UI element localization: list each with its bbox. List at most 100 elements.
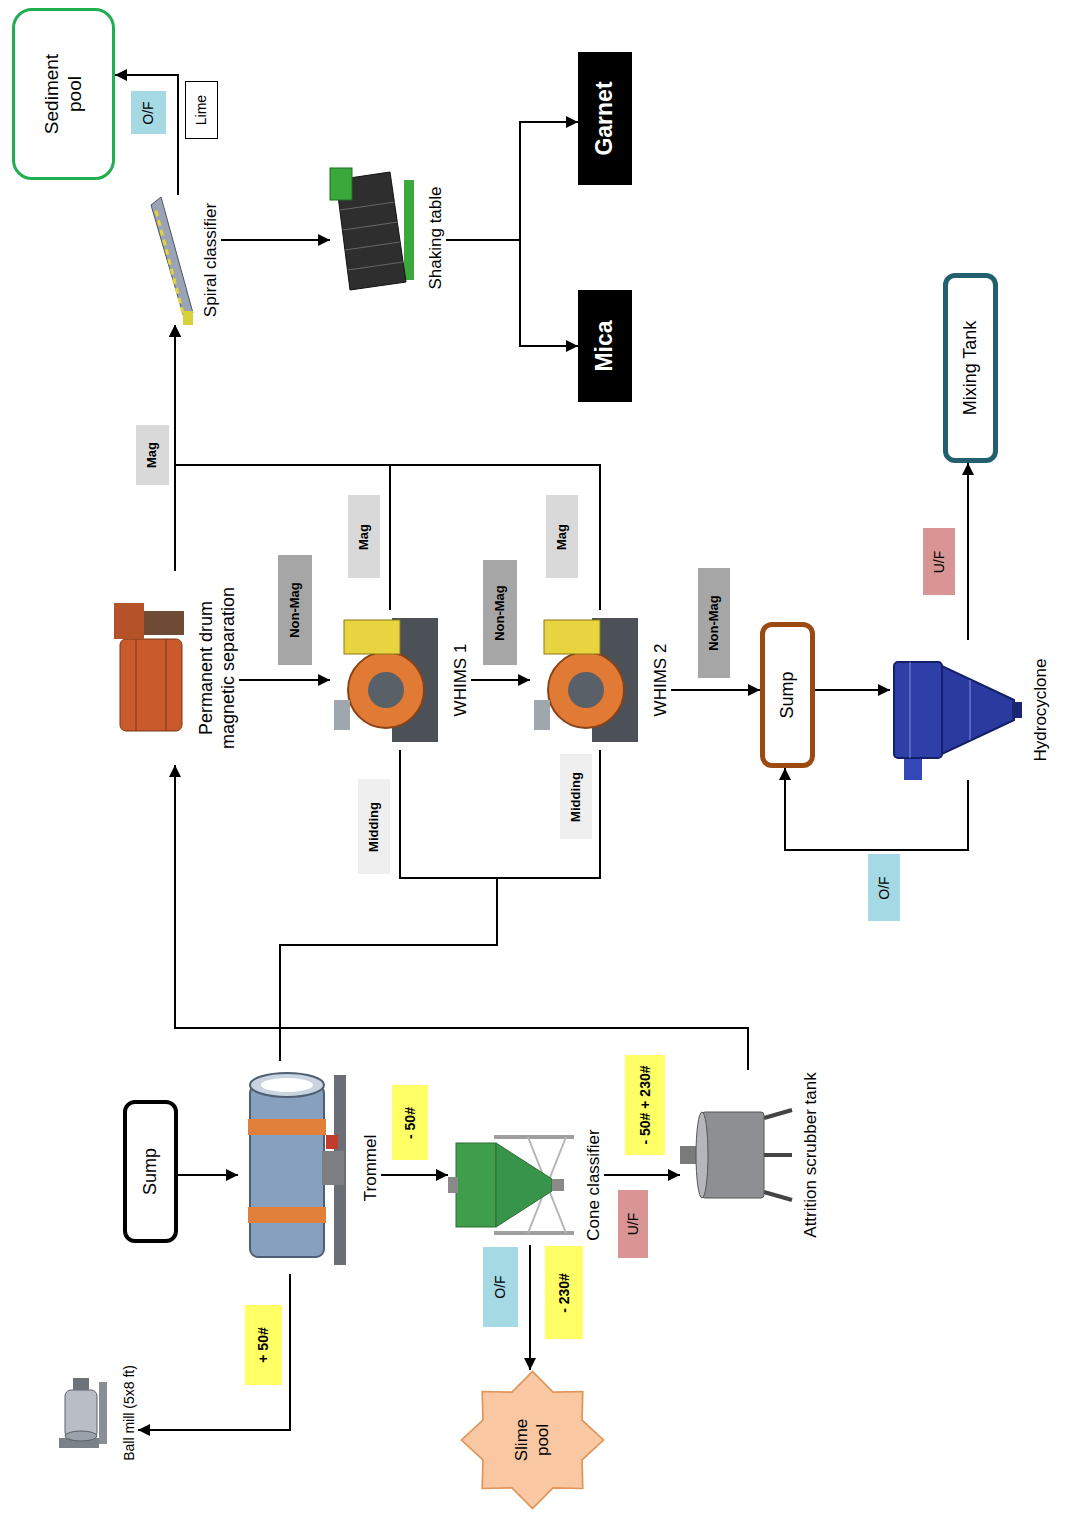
stream-tag: O/F — [868, 855, 900, 922]
flow-label-text: U/F — [625, 1213, 642, 1236]
flow-arrow — [604, 1174, 680, 1176]
cone-classifier-unit: Cone classifier — [448, 1125, 604, 1245]
flow-arrow — [671, 689, 760, 691]
hydrocyclone-picture — [894, 662, 1022, 780]
star-shape — [461, 1371, 603, 1508]
whims-picture — [334, 618, 438, 742]
flow-label-text: Midding — [568, 772, 584, 822]
flow-label-text: Non-Mag — [287, 582, 303, 638]
node-label: Cone classifier — [584, 1129, 604, 1241]
flow-label-text: - 230# — [556, 1273, 573, 1313]
node-label: Mixing Tank — [960, 321, 982, 416]
flow-arrow — [178, 1174, 238, 1176]
whims-unit: WHIMS 2 — [530, 610, 671, 750]
flow-label-text: Midding — [366, 802, 382, 852]
node-label: Trommel — [361, 1135, 381, 1201]
node-label: Sump — [140, 1148, 162, 1195]
stream-tag: Midding — [358, 780, 390, 875]
stream-tag: U/F — [923, 529, 955, 596]
node-label: Hydrocyclone — [1031, 659, 1051, 762]
product-box: Mica — [578, 290, 632, 402]
trommel-unit: Trommel — [238, 1062, 381, 1275]
whims-unit: WHIMS 1 — [330, 610, 471, 750]
sump-box: Sump — [760, 622, 815, 768]
flow-label-text: O/F — [140, 101, 157, 124]
picture-space — [890, 710, 1025, 711]
stream-tag: O/F — [483, 1247, 518, 1327]
flow-arrow — [221, 239, 330, 241]
stream-tag: - 50# — [392, 1086, 428, 1161]
product-box: Garnet — [578, 52, 632, 185]
node-label: Lime — [193, 95, 210, 125]
node-label: Ball mill (5x8 ft) — [121, 1365, 138, 1461]
node-label: Sump — [777, 671, 799, 718]
picture-space — [330, 238, 420, 239]
flow-arrow — [446, 122, 578, 240]
node-label: Sediment pool — [41, 44, 87, 144]
scrubber-tank-picture — [680, 1110, 792, 1200]
node-label: Attrition scrubber tank — [801, 1072, 821, 1237]
spiral-classifier-picture — [151, 197, 193, 325]
flow-arrow — [785, 768, 968, 850]
sediment-pool-box: Sediment pool — [12, 8, 115, 180]
flow-arrow — [280, 750, 600, 1061]
shaking-table-unit: Shaking table — [330, 166, 446, 311]
spiral-classifier-unit: Spiral classifier — [145, 195, 221, 325]
flow-arrow — [381, 1174, 448, 1176]
stream-tag: Non-Mag — [278, 555, 312, 665]
picture-space — [55, 1413, 115, 1414]
shaking-table-picture — [330, 168, 414, 290]
cone-classifier-picture — [448, 1137, 574, 1233]
stream-tag: Non-Mag — [698, 568, 730, 678]
drum-separator-picture — [114, 603, 184, 731]
picture-space — [110, 668, 190, 669]
size-tag: - 50# + 230# — [625, 1055, 665, 1155]
flow-arrow — [239, 679, 330, 681]
flow-label-text: Mag — [144, 442, 160, 468]
picture-space — [238, 1168, 355, 1169]
trommel-picture — [248, 1073, 346, 1265]
flow-label-text: Mag — [356, 524, 372, 550]
flow-label-text: + 50# — [255, 1327, 272, 1362]
flow-label-text: - 50# — [402, 1107, 419, 1139]
mixing-tank-box: Mixing Tank — [943, 273, 998, 463]
picture-space — [680, 1155, 795, 1156]
picture-space — [330, 680, 445, 681]
ball-mill-picture — [59, 1378, 107, 1448]
node-label: Mica — [591, 320, 619, 371]
stream-tag: U/F — [618, 1190, 648, 1258]
node-label: Slime pool — [512, 1410, 553, 1470]
flow-arrow — [529, 1245, 531, 1370]
flow-label-text: Non-Mag — [706, 595, 722, 651]
stream-tag: Mag — [546, 496, 578, 579]
flow-arrow — [175, 325, 600, 610]
stream-tag: Mag — [348, 496, 380, 579]
sump-box: Sump — [123, 1100, 178, 1243]
stream-tag: Non-Mag — [483, 561, 517, 666]
stream-tag: + 50# — [245, 1305, 282, 1385]
node-label: Shaking table — [426, 186, 446, 289]
stream-tag: O/F — [131, 92, 166, 135]
drum-separator-unit: Permanent drum magnetic separation — [110, 571, 239, 765]
node-label: Garnet — [591, 81, 619, 155]
stream-tag: Midding — [560, 755, 592, 840]
size-tag: - 230# — [545, 1247, 583, 1340]
flow-arrow — [471, 679, 530, 681]
flow-arrow — [815, 689, 890, 691]
reagent-box: Lime — [185, 81, 218, 139]
flow-arrow — [280, 750, 497, 1061]
flow-label-text: Non-Mag — [492, 585, 508, 641]
flow-label-text: Mag — [554, 524, 570, 550]
node-label: Spiral classifier — [201, 203, 221, 317]
node-label: WHIMS 1 — [451, 644, 471, 717]
flow-arrow — [115, 75, 178, 195]
flow-label-text: O/F — [492, 1275, 509, 1298]
picture-space — [530, 680, 645, 681]
ball-mill-unit: Ball mill (5x8 ft) — [55, 1363, 138, 1463]
picture-space — [448, 1185, 578, 1186]
node-label: Permanent drum magnetic separation — [196, 573, 239, 763]
